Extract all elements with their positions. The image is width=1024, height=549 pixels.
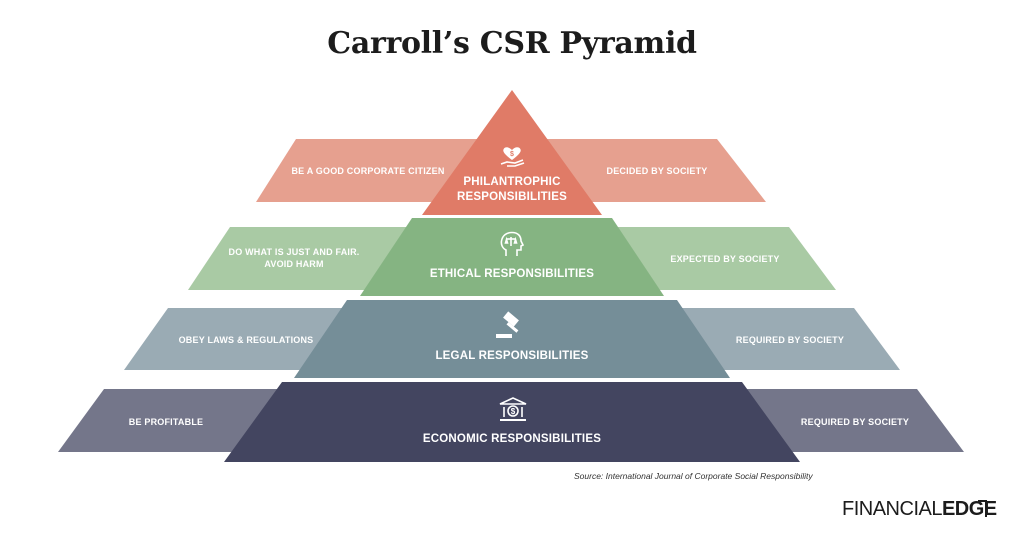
logo-mark-icon — [978, 500, 987, 517]
head-scales-icon — [500, 231, 525, 256]
economic-left-label: BE PROFITABLE — [128, 417, 204, 427]
philanthropic-right-label: DECIDED BY SOCIETY — [606, 166, 708, 176]
legal-tier — [294, 300, 730, 378]
economic-tier-label: ECONOMIC RESPONSIBILITIES — [422, 433, 602, 445]
economic-tier — [224, 382, 800, 462]
svg-text:$: $ — [511, 407, 516, 416]
legal-right-label: REQUIRED BY SOCIETY — [735, 335, 845, 345]
gavel-icon — [496, 311, 519, 338]
svg-text:$: $ — [510, 151, 514, 158]
hand-heart-dollar-icon: $ — [500, 147, 525, 167]
ethical-tier-label: ETHICAL RESPONSIBILITIES — [429, 268, 595, 280]
economic-right-label: REQUIRED BY SOCIETY — [800, 417, 910, 427]
philanthropic-left-label: BE A GOOD CORPORATE CITIZEN — [291, 166, 445, 176]
ethical-left-label: DO WHAT IS JUST AND FAIR. AVOID HARM — [228, 247, 360, 269]
page-title: Carroll’s CSR Pyramid — [327, 26, 697, 61]
source-note: Source: International Journal of Corpora… — [574, 471, 813, 481]
bank-dollar-icon: $ — [499, 397, 527, 421]
ethical-tier — [360, 218, 664, 296]
logo-text-edge: EDGE — [941, 498, 997, 520]
ethical-right-label: EXPECTED BY SOCIETY — [670, 254, 780, 264]
legal-left-label: OBEY LAWS & REGULATIONS — [178, 335, 314, 345]
financial-edge-logo: FINANCIALEDGE — [842, 498, 997, 521]
philanthropic-tier-label: PHILANTROPHIC RESPONSIBILITIES — [457, 176, 567, 203]
logo-text-financial: FINANCIAL — [842, 498, 942, 520]
legal-tier-label: LEGAL RESPONSIBILITIES — [435, 350, 589, 362]
